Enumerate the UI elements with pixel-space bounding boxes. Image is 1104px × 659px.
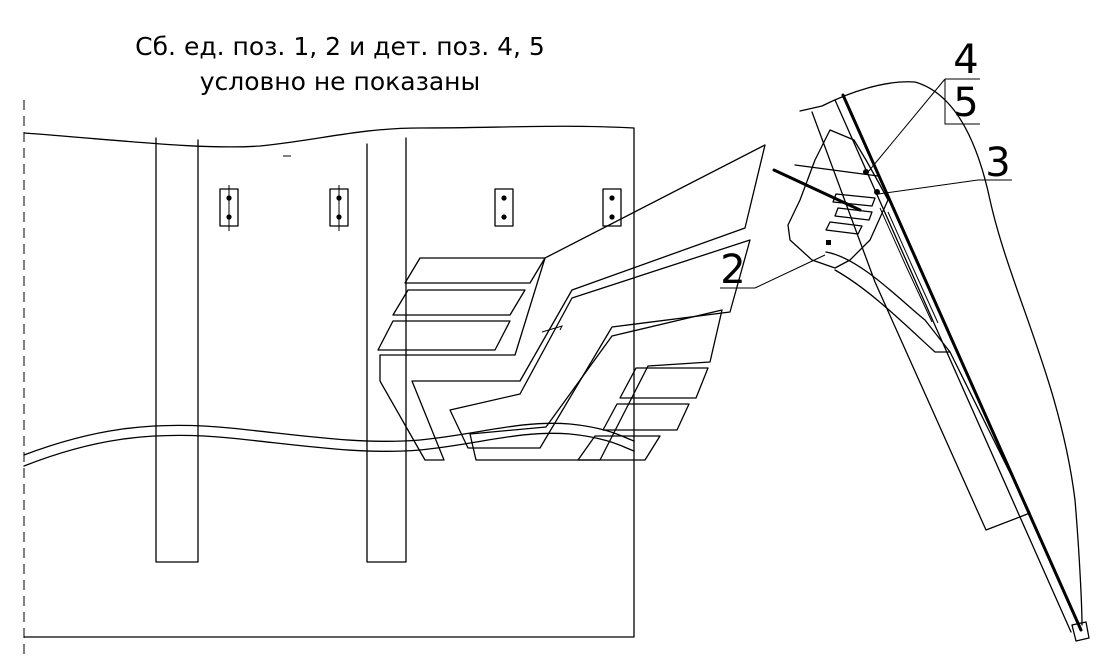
bolt [772, 168, 862, 212]
decal-stripes-right [577, 367, 709, 461]
post-left [155, 137, 199, 563]
clamp-plate-2 [834, 207, 873, 221]
position-4-5-frame [944, 79, 980, 125]
decal-clip [541, 325, 563, 333]
leader-3 [877, 179, 979, 195]
position-label-3: 3 [985, 140, 1010, 186]
side-outline [799, 81, 1083, 626]
position-label-4: 4 [953, 37, 978, 83]
leader-4-5 [867, 78, 946, 173]
plate-strip [879, 207, 939, 324]
decal-stripes-left [377, 257, 546, 351]
bracket-1 [219, 185, 239, 231]
main-plate-inner [834, 99, 1072, 633]
decal-chevrons [379, 144, 766, 461]
break-line-lower [23, 432, 635, 467]
position-labels: 4 5 3 2 [720, 37, 1012, 293]
bracket-3 [494, 188, 514, 227]
front-view [23, 100, 766, 659]
position-label-5: 5 [953, 80, 978, 126]
bracket-4 [602, 188, 622, 227]
bracket-square [826, 240, 831, 245]
panel-outline [23, 125, 635, 638]
note-line-2: условно не показаны [200, 67, 481, 96]
end-fitting [1071, 621, 1090, 642]
note-line-1: Сб. ед. поз. 1, 2 и дет. поз. 4, 5 [135, 32, 545, 61]
bracket-body [787, 129, 889, 269]
side-view [772, 81, 1090, 642]
main-plate [841, 93, 1083, 632]
position-label-2: 2 [720, 247, 745, 293]
clamp-plate-3 [825, 221, 863, 235]
bracket-2 [329, 185, 349, 231]
break-line-upper [23, 422, 635, 456]
clamp-rivet-1 [863, 169, 869, 175]
leader-2 [754, 254, 826, 289]
deflector [825, 251, 951, 353]
